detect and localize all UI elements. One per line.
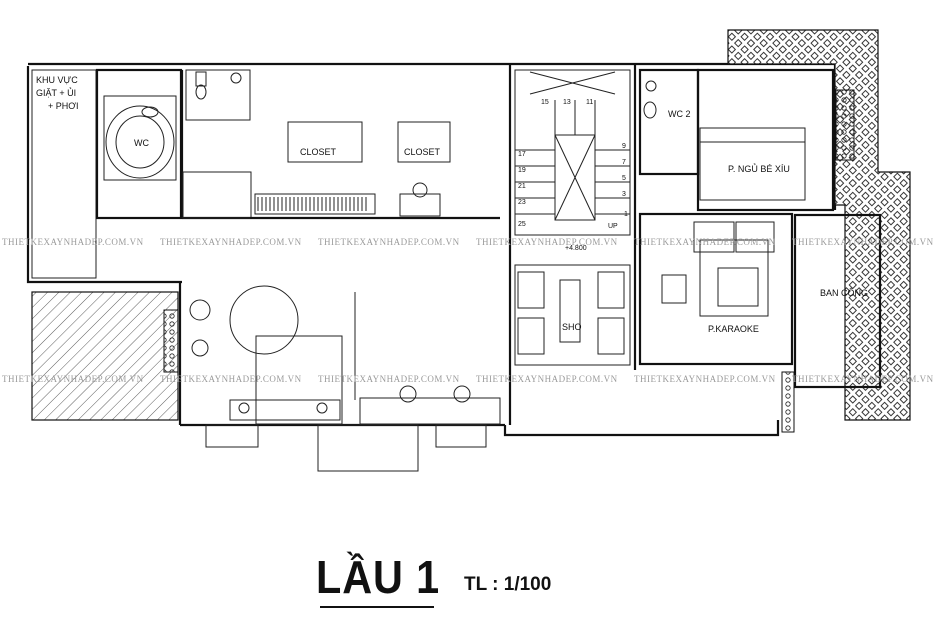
room-label-karaoke: P.KARAOKE	[708, 324, 759, 334]
step-number: 1	[624, 211, 628, 218]
room-label-balcony: BAN CÔNG	[820, 288, 868, 298]
level-mark: +4.800	[565, 245, 587, 252]
step-number: 17	[518, 151, 526, 158]
step-number: 23	[518, 199, 526, 206]
watermark-text: THIETKEXAYNHADEP.COM.VN	[792, 374, 934, 384]
plan-title: LẦU 1	[316, 551, 441, 603]
room-label-bedroom: P. NGỦ BÉ XÍU	[728, 163, 790, 174]
closet-zone: CLOSET CLOSET	[180, 69, 500, 220]
step-number: 3	[622, 191, 626, 198]
title-block: LẦU 1 TL : 1/100	[316, 552, 616, 612]
step-number: 13	[563, 99, 571, 106]
floor-plan: KHU VỰC GIẶT + ỦI + PHƠI WC CLOSET CLOSE…	[2, 29, 934, 472]
hanger-rod	[257, 197, 367, 211]
balcony: BAN CÔNG	[781, 213, 882, 433]
staircase: 15 13 11 17 19 21 23 25 9 7 5 3 1 UP +4.…	[514, 69, 631, 252]
wc-room: WC	[95, 68, 183, 220]
step-number: 5	[622, 175, 626, 182]
watermark-text: THIETKEXAYNHADEP.COM.VN	[318, 374, 460, 384]
step-number: 11	[586, 99, 593, 106]
step-number: 7	[622, 159, 626, 166]
watermark-text: THIETKEXAYNHADEP.COM.VN	[318, 237, 460, 247]
title-underline	[320, 606, 434, 608]
step-number: 19	[518, 167, 526, 174]
watermark-text: THIETKEXAYNHADEP.COM.VN	[160, 237, 302, 247]
show-room: SHO	[514, 264, 631, 366]
living-area	[189, 285, 501, 472]
stair-up-label: UP	[608, 223, 618, 230]
room-label-show: SHO	[562, 322, 582, 332]
watermarks: THIETKEXAYNHADEP.COM.VN THIETKEXAYNHADEP…	[2, 237, 934, 384]
watermark-text: THIETKEXAYNHADEP.COM.VN	[634, 237, 776, 247]
room-label-closet-left: CLOSET	[300, 147, 337, 157]
watermark-text: THIETKEXAYNHADEP.COM.VN	[634, 374, 776, 384]
watermark-text: THIETKEXAYNHADEP.COM.VN	[476, 374, 618, 384]
room-label-closet-right: CLOSET	[404, 147, 441, 157]
watermark-text: THIETKEXAYNHADEP.COM.VN	[792, 237, 934, 247]
room-label-wc: WC	[134, 138, 149, 148]
step-number: 15	[541, 99, 549, 106]
room-label-laundry-1: KHU VỰC	[36, 75, 78, 85]
room-label-wc2: WC 2	[668, 109, 691, 119]
bedroom: P. NGỦ BÉ XÍU	[696, 68, 835, 212]
step-number: 21	[518, 183, 526, 190]
watermark-text: THIETKEXAYNHADEP.COM.VN	[476, 237, 618, 247]
wc2-room: WC 2	[638, 68, 700, 176]
room-label-laundry-3: + PHƠI	[48, 101, 78, 111]
terrace-hatched	[31, 291, 179, 421]
plan-scale: TL : 1/100	[464, 574, 552, 595]
karaoke-room: P.KARAOKE	[638, 212, 794, 366]
room-label-laundry-2: GIẶT + ỦI	[36, 87, 76, 98]
roof-area	[727, 29, 911, 421]
watermark-text: THIETKEXAYNHADEP.COM.VN	[160, 374, 302, 384]
watermark-text: THIETKEXAYNHADEP.COM.VN	[2, 237, 144, 247]
step-number: 9	[622, 143, 626, 150]
watermark-text: THIETKEXAYNHADEP.COM.VN	[2, 374, 144, 384]
step-number: 25	[518, 221, 526, 228]
